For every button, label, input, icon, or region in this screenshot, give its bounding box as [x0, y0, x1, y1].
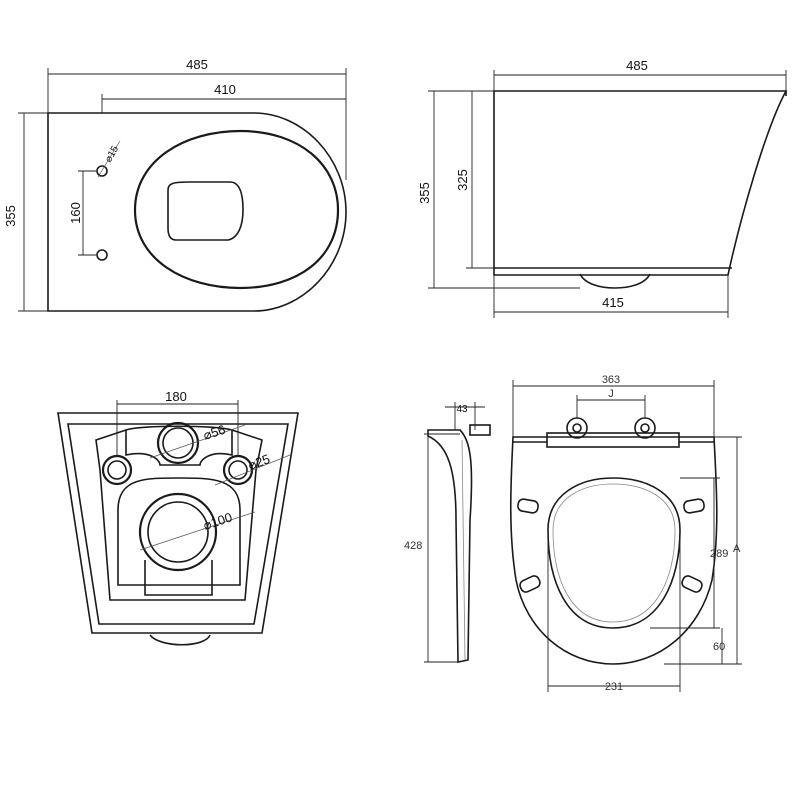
seat-inner-opening: [547, 477, 681, 629]
seat-hinge-bolt-left: [566, 417, 588, 439]
bumper-lower-left: [519, 575, 541, 593]
dim-rear-outlet-diameter: ⌀100: [201, 509, 234, 532]
dim-seat-inner-width: 231: [605, 681, 623, 693]
outlet-opening: [138, 492, 218, 572]
rear-view-outer: [57, 412, 299, 634]
rear-view-base: [149, 634, 211, 646]
bowl-outer: [133, 129, 340, 290]
bumper-lower-right: [681, 575, 703, 593]
rear-cavity: [117, 477, 241, 586]
dim-side-height-total: 355: [417, 182, 432, 204]
dim-rear-fixing-diameter: ⌀25: [246, 451, 272, 473]
seat-hinge-bar: [546, 432, 680, 448]
dim-side-width-bottom: 415: [602, 295, 624, 310]
dim-top-hole-spacing: 160: [68, 202, 83, 224]
fixing-hole-upper: [96, 165, 108, 177]
top-view: 485 410 355 160 ⌀15: [3, 57, 347, 312]
rear-view-inner: [67, 423, 289, 625]
seat-hinge-side: [469, 424, 491, 436]
dim-top-hole-diameter: ⌀15: [103, 144, 121, 165]
side-view: 485 415 355 325: [417, 58, 788, 318]
drain-opening: [167, 181, 244, 241]
rear-view: 180 ⌀56 ⌀25 ⌀100: [57, 389, 299, 646]
rear-fixing-hole-left: [101, 454, 133, 486]
dim-seat-rear-offset: 60: [713, 641, 725, 653]
dim-rear-inlet-diameter: ⌀56: [201, 422, 227, 443]
dim-seat-inner-length: 289: [710, 548, 728, 560]
seat-side-profile: [427, 429, 473, 663]
dim-seat-length: 428: [404, 540, 422, 552]
inlet-opening: [156, 421, 200, 465]
dim-rear-hole-spacing: 180: [165, 389, 187, 404]
dim-seat-thickness: 43: [456, 404, 468, 415]
dim-top-width-inner: 410: [214, 82, 236, 97]
side-view-outline: [493, 90, 788, 276]
seat-outline: [509, 436, 718, 665]
seat-view: 43 428 363 J: [404, 374, 742, 693]
rear-view-frame: [95, 428, 263, 601]
bumper-upper-right: [683, 498, 705, 514]
top-view-outline: [47, 112, 347, 312]
seat-hinge-bolt-right: [634, 417, 656, 439]
side-view-outlet: [579, 273, 651, 289]
dim-side-height-inner: 325: [455, 169, 470, 191]
dim-top-width-total: 485: [186, 57, 208, 72]
dim-seat-hinge-label: J: [608, 388, 614, 400]
dim-top-height: 355: [3, 205, 18, 227]
fixing-hole-lower: [96, 249, 108, 261]
bumper-upper-left: [517, 498, 539, 514]
dim-side-width-top: 485: [626, 58, 648, 73]
dim-seat-width: 363: [602, 374, 620, 386]
